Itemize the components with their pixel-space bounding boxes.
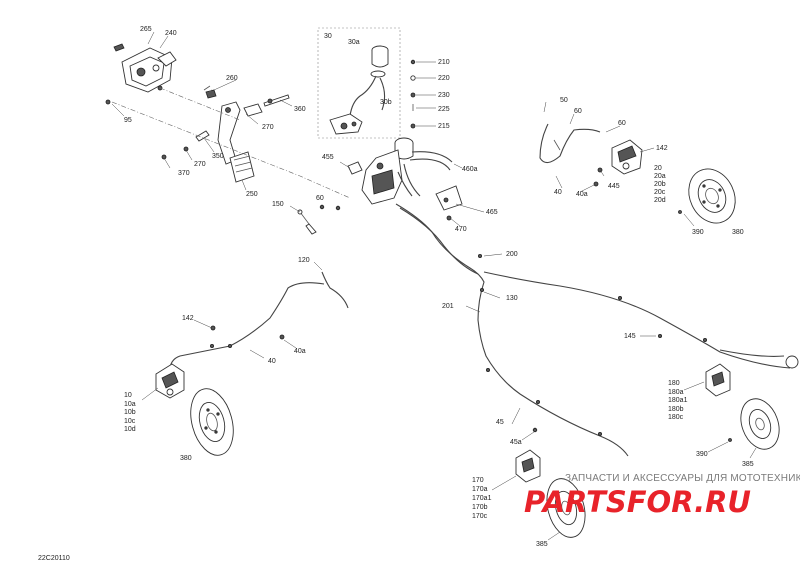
callout-470: 470	[455, 226, 467, 233]
callout-30a: 30a	[348, 39, 360, 46]
main-brake-lines	[395, 203, 799, 457]
callout-30b: 30b	[380, 99, 392, 106]
callout-220: 220	[438, 75, 450, 82]
callout-370: 370	[178, 170, 190, 177]
callout-170b: 170b	[472, 504, 488, 511]
rear-left-caliper	[515, 427, 541, 483]
callout-145: 145	[624, 333, 636, 340]
callout-265: 265	[140, 26, 152, 33]
callout-20: 20	[654, 165, 662, 172]
callout-460a: 460a	[462, 166, 478, 173]
callout-201: 201	[442, 303, 454, 310]
callout-170c: 170c	[472, 513, 488, 520]
brake-pedal	[203, 85, 263, 183]
callout-360: 360	[294, 106, 306, 113]
callout-20d: 20d	[654, 197, 666, 204]
front-left-caliper	[155, 363, 185, 399]
callout-10d: 10d	[124, 426, 136, 433]
callout-120: 120	[298, 257, 310, 264]
callout-60-fr-b: 60	[618, 120, 626, 127]
callout-270: 270	[262, 124, 274, 131]
assembly-axis-line-2	[159, 87, 241, 121]
callout-180a: 180a	[668, 389, 684, 396]
callout-40a-fl: 40a	[294, 348, 306, 355]
callout-20c: 20c	[654, 189, 666, 196]
watermark-logo: PARTSFOR.RU	[524, 485, 751, 519]
callout-labels: 265 240 95 260 360 270 350 270 370 250 3…	[124, 26, 754, 548]
callout-260: 260	[226, 75, 238, 82]
diagram-code: 22C20110	[38, 555, 70, 562]
callout-10b: 10b	[124, 409, 136, 416]
front-left-disc	[190, 388, 234, 456]
rear-right-caliper	[705, 363, 731, 397]
callout-240: 240	[165, 30, 177, 37]
callout-10: 10	[124, 392, 132, 399]
callout-390-fr: 390	[692, 229, 704, 236]
callout-445: 445	[608, 183, 620, 190]
callout-10c: 10c	[124, 418, 136, 425]
callout-50: 50	[560, 97, 568, 104]
callout-230: 230	[438, 92, 450, 99]
callout-130: 130	[506, 295, 518, 302]
callout-455: 455	[322, 154, 334, 161]
callout-30: 30	[324, 33, 332, 40]
callout-225: 225	[438, 106, 450, 113]
callout-385-rr: 385	[742, 461, 754, 468]
callout-180c: 180c	[668, 414, 684, 421]
callout-20b: 20b	[654, 181, 666, 188]
front-right-disc	[678, 168, 736, 224]
front-left-line	[169, 271, 349, 377]
rear-right-disc	[728, 398, 780, 450]
callout-250: 250	[246, 191, 258, 198]
callout-350: 350	[212, 153, 224, 160]
callout-40-fl: 40	[268, 358, 276, 365]
callout-385-rl: 385	[536, 541, 548, 548]
front-right-hose	[539, 123, 601, 164]
callout-95: 95	[124, 117, 132, 124]
callout-170a1: 170a1	[472, 495, 492, 502]
callout-40a-fr: 40a	[576, 191, 588, 198]
detail-box-30	[317, 27, 401, 139]
callout-380-fr: 380	[732, 229, 744, 236]
master-cylinder-bracket	[113, 43, 177, 93]
callout-45a: 45a	[510, 439, 522, 446]
callout-215: 215	[438, 123, 450, 130]
callout-465: 465	[486, 209, 498, 216]
rear-left-disc	[546, 478, 586, 538]
callout-180b: 180b	[668, 406, 684, 413]
callout-45: 45	[496, 419, 504, 426]
callout-20a: 20a	[654, 173, 666, 180]
callout-170: 170	[472, 477, 484, 484]
assembly-axis-line	[111, 101, 351, 199]
callout-180: 180	[668, 380, 680, 387]
callout-60-center: 60	[316, 195, 324, 202]
callout-210: 210	[438, 59, 450, 66]
abs-valve-assembly	[347, 137, 463, 221]
callout-200: 200	[506, 251, 518, 258]
fittings-column	[410, 59, 416, 129]
pedal-pin-and-bolts	[105, 94, 290, 160]
callout-60-fr-a: 60	[574, 108, 582, 115]
front-right-caliper	[593, 139, 643, 187]
callout-142-fl: 142	[182, 315, 194, 322]
callout-390-rr: 390	[696, 451, 708, 458]
leader-lines	[111, 31, 757, 541]
callout-150: 150	[272, 201, 284, 208]
callout-380-fl: 380	[180, 455, 192, 462]
watermark: ЗАПЧАСТИ И АКСЕССУАРЫ ДЛЯ МОТОТЕХНИКИ PA…	[524, 473, 800, 519]
reservoir-detail	[329, 45, 389, 135]
watermark-tagline: ЗАПЧАСТИ И АКСЕССУАРЫ ДЛЯ МОТОТЕХНИКИ	[565, 473, 800, 484]
pushrod-150	[297, 204, 341, 235]
callout-180a1: 180a1	[668, 397, 688, 404]
callout-170a: 170a	[472, 486, 488, 493]
callout-40-fr: 40	[554, 189, 562, 196]
callout-142-fr: 142	[656, 145, 668, 152]
callout-10a: 10a	[124, 401, 136, 408]
callout-270-b: 270	[194, 161, 206, 168]
